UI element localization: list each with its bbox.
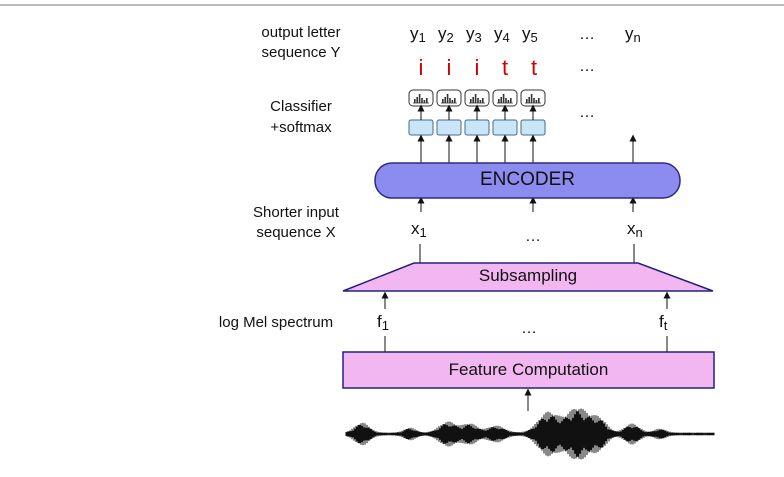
shorter-input-label-line1: Shorter input — [253, 204, 339, 221]
softmax-bar — [528, 97, 530, 103]
classifier-box-2 — [436, 119, 462, 136]
shorter-input-label-line2: sequence X — [256, 224, 336, 241]
classifier-label-line1: Classifier — [270, 98, 332, 115]
output-y4: y4 — [494, 24, 510, 45]
softmax-bar — [414, 99, 416, 103]
classifier-box-1 — [408, 119, 434, 136]
subsampling-label: Subsampling — [478, 266, 578, 285]
softmax-bar — [446, 94, 449, 103]
output-letter-4: t — [501, 55, 509, 80]
output-label-line2: sequence Y — [261, 44, 341, 61]
softmax-bar — [421, 98, 423, 103]
output-y3: y3 — [466, 24, 482, 45]
arrows — [381, 104, 671, 411]
input-x-ellipsis: … — [525, 228, 541, 245]
softmax-bar — [470, 99, 472, 103]
softmax-output-boxes — [408, 89, 546, 107]
feature-computation-block — [342, 351, 715, 389]
output-y1: y1 — [410, 24, 426, 45]
softmax-bar — [498, 99, 500, 103]
output-ellipsis: … — [579, 26, 595, 43]
classifier-box-3 — [464, 119, 490, 136]
softmax-bar — [535, 100, 538, 103]
feature-ft: ft — [659, 312, 668, 333]
softmax-bar — [510, 98, 512, 103]
encoder-label: ENCODER — [479, 169, 575, 190]
classifier-box-4 — [492, 119, 518, 136]
softmax-box-2 — [436, 89, 462, 107]
audio-waveform — [345, 408, 715, 460]
softmax-bar — [502, 94, 505, 103]
letter-ellipsis: … — [579, 58, 595, 75]
softmax-box-5 — [520, 89, 546, 107]
output-label-line1: output letter — [261, 24, 341, 41]
output-y2: y2 — [438, 24, 454, 45]
output-letter-3: i — [474, 55, 480, 80]
softmax-bar — [472, 97, 474, 103]
softmax-bar — [416, 97, 418, 103]
encoder-block — [374, 162, 681, 199]
softmax-bar — [474, 94, 477, 103]
softmax-bar — [500, 97, 502, 103]
softmax-bar — [477, 98, 479, 103]
subsampling-block — [342, 262, 714, 292]
softmax-bar — [423, 100, 426, 103]
output-letter-2: i — [446, 55, 452, 80]
output-letter-5: t — [530, 55, 538, 80]
softmax-bar — [507, 100, 510, 103]
softmax-bar — [449, 98, 451, 103]
output-letter-1: i — [418, 55, 424, 80]
feature-f1: f1 — [377, 312, 389, 333]
softmax-bar — [526, 99, 528, 103]
softmax-bar — [533, 98, 535, 103]
softmax-bar — [505, 98, 507, 103]
softmax-bar — [479, 100, 482, 103]
classifier-label-line2: +softmax — [270, 119, 332, 136]
softmax-box-4 — [492, 89, 518, 107]
feature-computation-label: Feature Computation — [448, 360, 609, 379]
softmax-bar — [538, 98, 540, 103]
softmax-bar — [418, 94, 421, 103]
classifier-box-5 — [520, 119, 546, 136]
input-x1: x1 — [411, 219, 427, 240]
softmax-bar — [442, 99, 444, 103]
softmax-box-1 — [408, 89, 434, 107]
log-mel-label: log Mel spectrum — [218, 314, 334, 331]
softmax-bar — [426, 98, 428, 103]
output-yn: yn — [625, 24, 641, 45]
softmax-bar — [444, 97, 446, 103]
classifier-boxes — [408, 119, 546, 136]
softmax-box-3 — [464, 89, 490, 107]
feature-ellipsis: … — [521, 320, 537, 337]
softmax-bar — [482, 98, 484, 103]
softmax-bar — [454, 98, 456, 103]
input-xn: xn — [627, 219, 643, 240]
classifier-ellipsis: … — [579, 104, 595, 121]
softmax-bar — [530, 94, 533, 103]
output-y5: y5 — [522, 24, 538, 45]
softmax-bar — [451, 100, 454, 103]
